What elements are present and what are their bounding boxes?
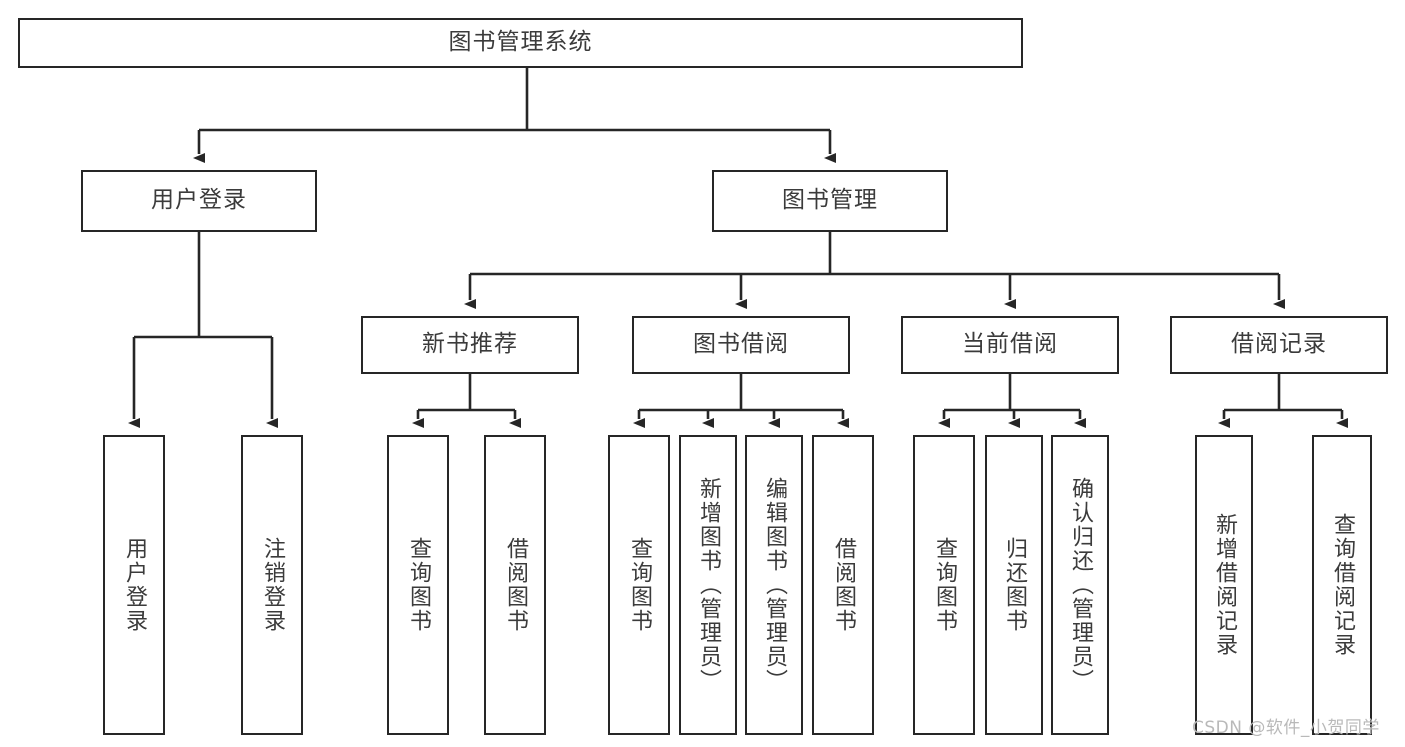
node-leaf-edit-book-admin[interactable]: 编辑图书（管理员） — [745, 435, 803, 735]
node-borrow-record[interactable]: 借阅记录 — [1170, 316, 1388, 374]
node-borrow-record-label: 借阅记录 — [1231, 331, 1327, 358]
node-current-borrow[interactable]: 当前借阅 — [901, 316, 1119, 374]
node-leaf-query-borrow-record-label: 查询借阅记录 — [1329, 513, 1355, 657]
node-leaf-query-book-3-label: 查询图书 — [931, 537, 957, 633]
node-leaf-query-borrow-record[interactable]: 查询借阅记录 — [1312, 435, 1372, 735]
csdn-watermark: CSDN @软件_小贺同学 — [1192, 718, 1380, 738]
edge-group-borrow-record — [1218, 374, 1348, 428]
node-leaf-confirm-return-admin[interactable]: 确认归还（管理员） — [1051, 435, 1109, 735]
node-leaf-logout-label: 注销登录 — [259, 537, 285, 633]
node-leaf-add-borrow-record[interactable]: 新增借阅记录 — [1195, 435, 1253, 735]
node-new-book-recommend[interactable]: 新书推荐 — [361, 316, 579, 374]
node-leaf-query-book-1-label: 查询图书 — [405, 537, 431, 633]
node-leaf-confirm-return-admin-label: 确认归还（管理员） — [1067, 477, 1093, 693]
edge-group-user-login — [128, 232, 278, 428]
node-leaf-borrow-book-1[interactable]: 借阅图书 — [484, 435, 546, 735]
node-root-label: 图书管理系统 — [448, 29, 593, 56]
node-leaf-query-book-3[interactable]: 查询图书 — [913, 435, 975, 735]
node-leaf-borrow-book-2-label: 借阅图书 — [830, 537, 856, 633]
edge-group-book-borrow — [633, 374, 849, 428]
node-book-borrow[interactable]: 图书借阅 — [632, 316, 850, 374]
node-leaf-query-book-2-label: 查询图书 — [626, 537, 652, 633]
node-leaf-add-book-admin-label: 新增图书（管理员） — [695, 477, 721, 693]
node-user-login[interactable]: 用户登录 — [81, 170, 317, 232]
node-root[interactable]: 图书管理系统 — [18, 18, 1023, 68]
node-leaf-add-borrow-record-label: 新增借阅记录 — [1211, 513, 1237, 657]
node-leaf-logout[interactable]: 注销登录 — [241, 435, 303, 735]
node-leaf-user-login[interactable]: 用户登录 — [103, 435, 165, 735]
edge-group-new-book-recommend — [412, 374, 521, 428]
node-new-book-recommend-label: 新书推荐 — [422, 331, 518, 358]
node-book-borrow-label: 图书借阅 — [693, 331, 789, 358]
node-leaf-return-book-label: 归还图书 — [1001, 537, 1027, 633]
node-current-borrow-label: 当前借阅 — [962, 331, 1058, 358]
node-leaf-query-book-2[interactable]: 查询图书 — [608, 435, 670, 735]
node-leaf-query-book-1[interactable]: 查询图书 — [387, 435, 449, 735]
node-leaf-return-book[interactable]: 归还图书 — [985, 435, 1043, 735]
node-book-management-label: 图书管理 — [782, 187, 878, 214]
node-leaf-user-login-label: 用户登录 — [121, 537, 147, 633]
node-leaf-edit-book-admin-label: 编辑图书（管理员） — [761, 477, 787, 693]
edge-group-book-management — [464, 232, 1285, 309]
edge-group-current-borrow — [938, 374, 1086, 428]
node-book-management[interactable]: 图书管理 — [712, 170, 948, 232]
node-leaf-borrow-book-2[interactable]: 借阅图书 — [812, 435, 874, 735]
edge-group-root — [193, 68, 836, 163]
node-user-login-label: 用户登录 — [151, 187, 247, 214]
node-leaf-borrow-book-1-label: 借阅图书 — [502, 537, 528, 633]
node-leaf-add-book-admin[interactable]: 新增图书（管理员） — [679, 435, 737, 735]
